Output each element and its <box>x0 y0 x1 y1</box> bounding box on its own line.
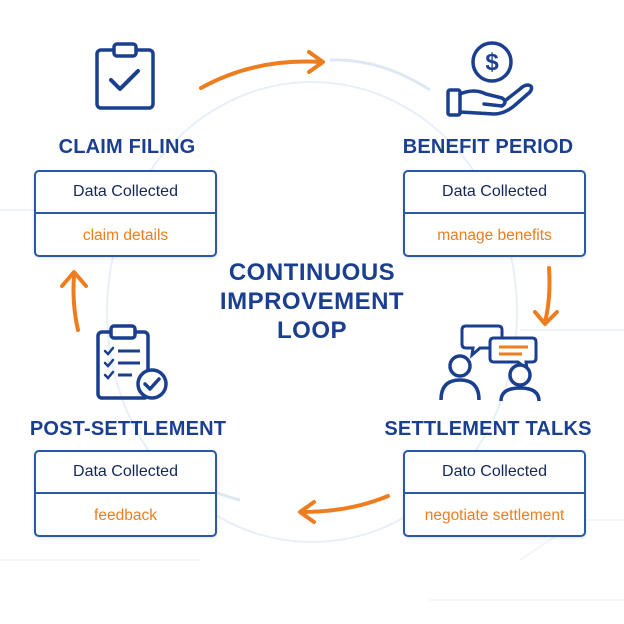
card-value: claim details <box>82 227 169 244</box>
checklist-check-icon <box>96 324 168 400</box>
center-title-line-1: CONTINUOUS <box>228 259 396 286</box>
stage-title-benefit-period: BENEFIT PERIOD <box>402 136 574 158</box>
card-header: Data Collected <box>36 452 215 494</box>
card-header: Data Collected <box>405 172 584 214</box>
data-card-settlement-talks: Dato Collected negotiate settlement <box>403 450 586 537</box>
arrow-right-down <box>533 266 559 326</box>
card-value: manage benefits <box>437 227 552 244</box>
center-title-line-3: LOOP <box>276 317 347 344</box>
people-talking-icon <box>439 324 541 402</box>
arrow-bottom-left <box>298 494 390 524</box>
stage-title-claim-filing: CLAIM FILING <box>58 136 196 158</box>
arrow-left-up <box>60 270 88 332</box>
center-title: CONTINUOUS IMPROVEMENT LOOP <box>187 258 437 345</box>
arrow-top-right <box>199 50 325 90</box>
data-card-post-settlement: Data Collected feedback <box>34 450 217 537</box>
card-value: feedback <box>94 507 157 524</box>
hand-coin-icon: $ <box>446 41 534 117</box>
clipboard-check-icon <box>95 42 155 110</box>
svg-text:$: $ <box>485 49 499 76</box>
data-card-claim-filing: Data Collected claim details <box>34 170 217 257</box>
card-header: Data Collected <box>36 172 215 214</box>
stage-title-post-settlement: POST-SETTLEMENT <box>29 418 227 440</box>
center-title-line-2: IMPROVEMENT <box>219 288 405 315</box>
stage-title-settlement-talks: SETTLEMENT TALKS <box>384 418 592 440</box>
card-value: negotiate settlement <box>424 507 565 524</box>
data-card-benefit-period: Data Collected manage benefits <box>403 170 586 257</box>
card-header: Dato Collected <box>405 452 584 494</box>
